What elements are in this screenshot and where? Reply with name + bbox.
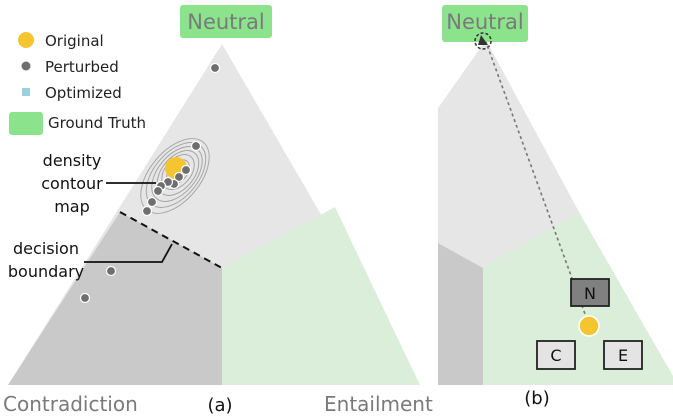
perturbed-points [79,62,221,304]
perturbed-point [190,140,202,152]
perturbed-point [105,265,117,277]
boundary-annotation-line1: decision [13,239,79,258]
target-marker [474,32,492,50]
perturbed-point [141,205,153,217]
optimization-path [485,41,590,326]
box-c-label: C [550,346,561,365]
legend-ground-truth-icon [9,112,43,135]
contradiction-label: Contradiction [3,392,138,416]
panel-b: Neutral N C E (b) [438,5,673,409]
contour-annotation-line1: density [43,151,102,170]
box-e [603,340,643,370]
entailment-label: Entailment [324,392,433,416]
neutral-label: Neutral [187,10,265,34]
b-contradiction-region [438,243,483,385]
perturbed-point [79,292,91,304]
boundary-pointer [84,243,173,263]
perturbed-point [146,196,158,208]
legend-original-label: Original [45,32,104,50]
box-n [570,278,610,307]
legend-optimized-label: Optimized [45,84,122,102]
caption-b: (b) [524,388,549,409]
perturbed-point [180,164,192,176]
b-original-point [578,315,600,337]
b-neutral-label: Neutral [446,10,524,34]
box-c [536,340,576,370]
panel-a: Neutral Original Perturbed Optimized Gro… [3,5,433,416]
perturbed-point [152,185,164,197]
boundary-annotation-line2: boundary [8,262,84,281]
contradiction-region [8,212,222,385]
b-neutral-ground-truth-box [442,5,528,42]
legend-perturbed-label: Perturbed [45,58,119,76]
legend-perturbed-icon [21,61,31,71]
box-e-label: E [618,346,628,365]
legend: Original Perturbed Optimized Ground Trut… [9,32,146,135]
perturbed-point [209,62,221,74]
legend-ground-truth-label: Ground Truth [48,114,146,132]
contour-annotation-line3: map [54,197,90,216]
box-n-label: N [584,284,596,303]
neutral-ground-truth-box [180,5,272,38]
path-arrowhead [478,35,488,45]
decision-boundary-line [119,211,223,269]
entailment-region [222,207,420,385]
perturbed-point [173,171,185,183]
legend-original-icon [18,32,34,48]
caption-a: (a) [207,395,232,416]
legend-optimized-icon [22,88,30,96]
b-neutral-region [438,40,579,268]
contour-annotation-line2: contour [41,174,103,193]
